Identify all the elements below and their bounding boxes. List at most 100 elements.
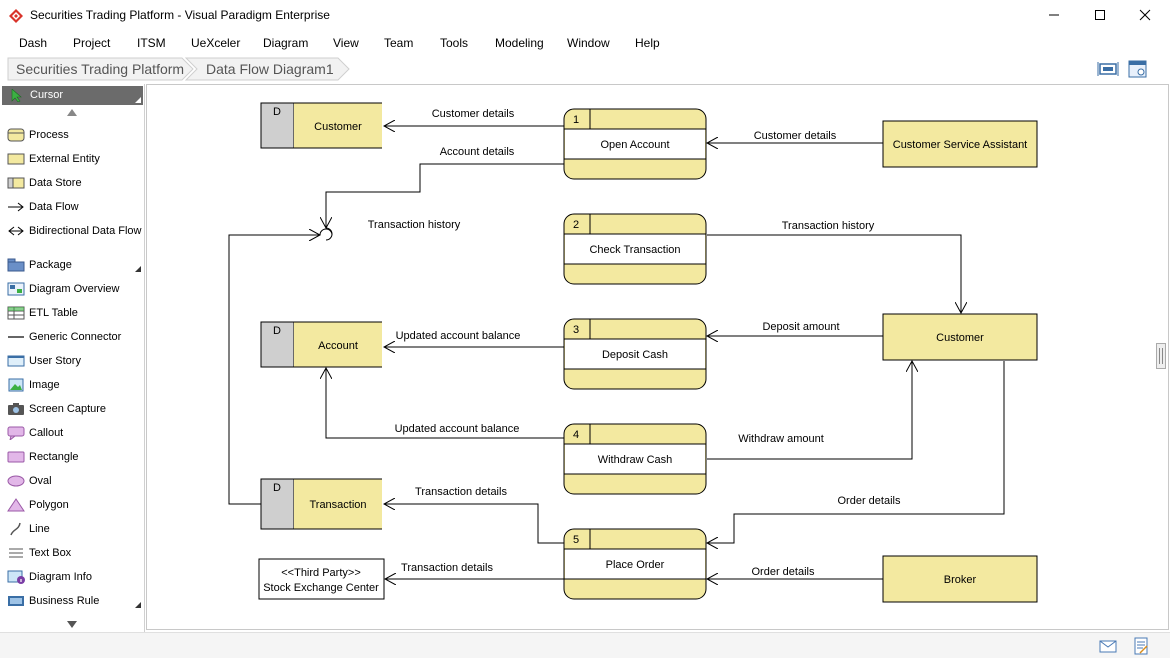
- flow-line[interactable]: [326, 163, 564, 228]
- callout-icon: [7, 426, 25, 440]
- svg-text:Customer: Customer: [936, 332, 984, 344]
- breadcrumb: Securities Trading Platform Data Flow Di…: [0, 55, 1170, 84]
- flow-line[interactable]: [326, 368, 564, 439]
- diagram-canvas[interactable]: Customer details Customer details Accoun…: [146, 84, 1169, 630]
- entity-stock-exchange-center[interactable]: <<Third Party>> Stock Exchange Center: [258, 558, 385, 600]
- palette-process[interactable]: Process: [5, 125, 143, 145]
- close-button[interactable]: [1122, 0, 1168, 30]
- svg-text:Transaction: Transaction: [309, 499, 366, 511]
- palette-bidirectional-data-flow[interactable]: Bidirectional Data Flow: [5, 221, 143, 241]
- flow-label: Customer details: [754, 130, 837, 142]
- process-withdraw-cash[interactable]: 4 Withdraw Cash: [563, 423, 707, 495]
- breadcrumb-arrows: [7, 57, 350, 81]
- menu-window[interactable]: Window: [567, 36, 610, 50]
- menu-diagram[interactable]: Diagram: [263, 36, 309, 50]
- palette-line[interactable]: Line: [5, 519, 143, 539]
- palette-business-rule[interactable]: Business Rule: [5, 591, 143, 611]
- text-box-icon: [9, 548, 23, 558]
- entity-customer[interactable]: Customer: [882, 313, 1038, 361]
- palette-user-story[interactable]: User Story: [5, 351, 143, 371]
- svg-text:1: 1: [573, 114, 579, 126]
- palette-generic-connector[interactable]: Generic Connector: [5, 327, 143, 347]
- breadcrumb-project[interactable]: Securities Trading Platform: [16, 61, 185, 77]
- flow-line[interactable]: [707, 361, 1005, 543]
- process-place-order[interactable]: 5 Place Order: [563, 528, 707, 600]
- svg-text:3: 3: [573, 324, 579, 336]
- flow-label: Transaction details: [401, 562, 493, 574]
- menu-team[interactable]: Team: [384, 36, 414, 50]
- status-bar: [0, 632, 1170, 658]
- fit-diagram-icon[interactable]: [1097, 59, 1119, 79]
- menu-modeling[interactable]: Modeling: [495, 36, 544, 50]
- entity-customer-service-assistant[interactable]: Customer Service Assistant: [882, 120, 1038, 168]
- flow-label: Withdraw amount: [738, 433, 824, 445]
- palette-cursor[interactable]: Cursor: [2, 86, 143, 105]
- palette-diagram-info[interactable]: Diagram Info: [5, 567, 143, 587]
- palette-image[interactable]: Image: [5, 375, 143, 395]
- rectangle-icon: [7, 451, 25, 463]
- process-deposit-cash[interactable]: 3 Deposit Cash: [563, 318, 707, 390]
- process-icon: [7, 128, 25, 142]
- palette-rectangle[interactable]: Rectangle: [5, 447, 143, 467]
- data-store-customer[interactable]: D Customer: [260, 102, 382, 149]
- menu-tools[interactable]: Tools: [440, 36, 469, 50]
- data-store-transaction[interactable]: D Transaction: [260, 478, 382, 530]
- scroll-up-icon[interactable]: [67, 109, 77, 117]
- palette-text-box[interactable]: Text Box: [5, 543, 143, 563]
- flow-label: Deposit amount: [762, 321, 839, 333]
- image-icon: [8, 378, 24, 392]
- flow-line[interactable]: [707, 234, 961, 313]
- scroll-down-icon[interactable]: [67, 621, 77, 629]
- palette-package[interactable]: Package: [5, 255, 143, 275]
- palette-data-store[interactable]: Data Store: [5, 173, 143, 193]
- menu-itsm[interactable]: ITSM: [137, 36, 166, 50]
- flow-label: Transaction history: [782, 220, 875, 232]
- svg-text:Customer Service Assistant: Customer Service Assistant: [893, 139, 1028, 151]
- flow-label: Order details: [752, 566, 815, 578]
- notes-icon[interactable]: [1131, 637, 1151, 655]
- flow-line[interactable]: [384, 504, 564, 544]
- entity-broker[interactable]: Broker: [882, 555, 1038, 603]
- menu-uexceler[interactable]: UeXceler: [191, 36, 241, 50]
- connector-line-icon: [8, 336, 24, 338]
- svg-text:D: D: [273, 106, 281, 118]
- business-rule-icon: [8, 596, 24, 606]
- flow-line[interactable]: [707, 361, 912, 460]
- cursor-arrow-icon: [11, 89, 22, 102]
- process-open-account[interactable]: 1 Open Account: [563, 108, 707, 180]
- palette-external-entity[interactable]: External Entity: [5, 149, 143, 169]
- svg-text:D: D: [273, 325, 281, 337]
- diagram-toolbar-palette: Cursor Process External Entity Data Stor…: [0, 84, 145, 634]
- menu-dash[interactable]: Dash: [19, 36, 48, 50]
- flow-line[interactable]: [228, 235, 320, 505]
- flow-label: Updated account balance: [396, 330, 521, 342]
- menu-project[interactable]: Project: [73, 36, 111, 50]
- diagram-navigator-icon[interactable]: [1127, 59, 1149, 79]
- title-bar: Securities Trading Platform - Visual Par…: [0, 0, 1170, 32]
- svg-text:Deposit Cash: Deposit Cash: [602, 349, 668, 361]
- palette-diagram-overview[interactable]: Diagram Overview: [5, 279, 143, 299]
- palette-polygon[interactable]: Polygon: [5, 495, 143, 515]
- mail-icon[interactable]: [1098, 637, 1118, 655]
- minimize-button[interactable]: [1031, 0, 1077, 30]
- close-icon: [1139, 9, 1151, 21]
- maximize-icon: [1095, 10, 1105, 20]
- palette-etl-table[interactable]: ETL Table: [5, 303, 143, 323]
- palette-oval[interactable]: Oval: [5, 471, 143, 491]
- menu-view[interactable]: View: [333, 36, 359, 50]
- breadcrumb-diagram[interactable]: Data Flow Diagram1: [206, 61, 334, 77]
- svg-text:2: 2: [573, 219, 579, 231]
- palette-data-flow[interactable]: Data Flow: [5, 197, 143, 217]
- svg-text:Place Order: Place Order: [606, 559, 665, 571]
- palette-callout[interactable]: Callout: [5, 423, 143, 443]
- menu-help[interactable]: Help: [635, 36, 660, 50]
- panel-collapse-handle[interactable]: [1156, 343, 1166, 369]
- process-check-transaction[interactable]: 2 Check Transaction: [563, 213, 707, 285]
- polygon-icon: [7, 498, 25, 512]
- maximize-button[interactable]: [1077, 0, 1123, 30]
- palette-screen-capture[interactable]: Screen Capture: [5, 399, 143, 419]
- data-store-account[interactable]: D Account: [260, 321, 382, 368]
- flow-label: Transaction history: [368, 219, 461, 231]
- oval-icon: [7, 475, 25, 487]
- flow-label: Order details: [838, 495, 901, 507]
